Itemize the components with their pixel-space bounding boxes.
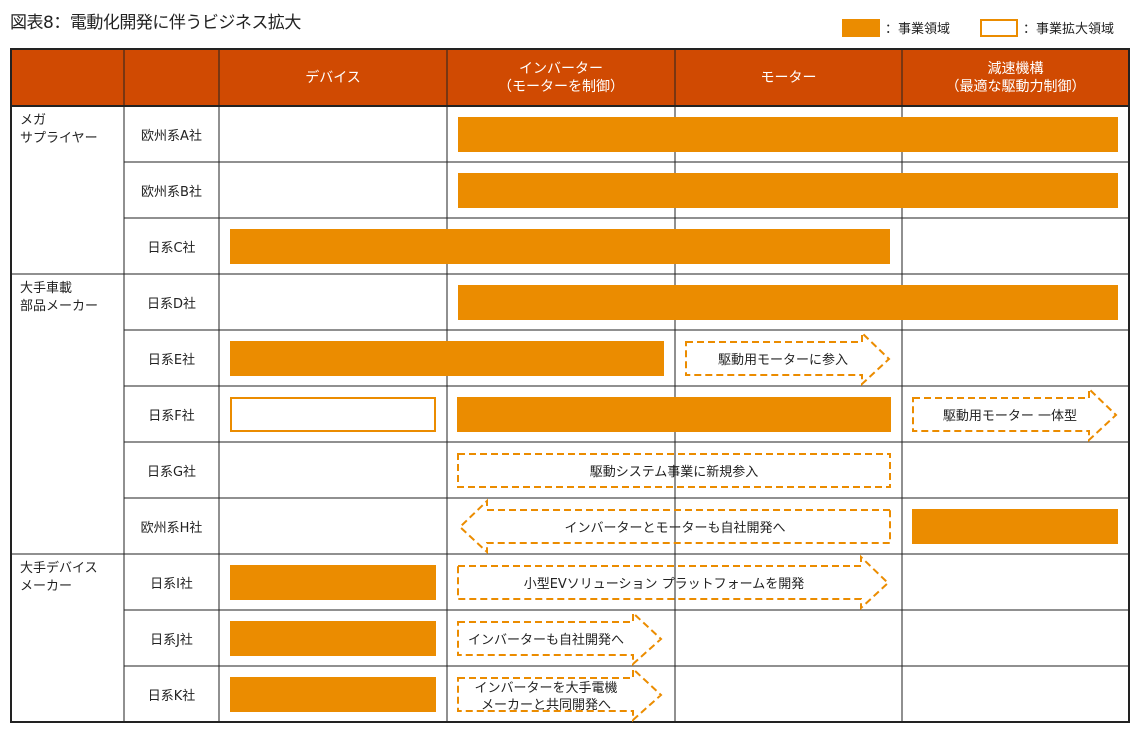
table-header: [11, 49, 1129, 106]
arrow-i-label: 小型EVソリューション プラットフォームを開発: [524, 577, 805, 592]
company-label: 日系G社: [146, 464, 197, 480]
figure-title: 図表8：電動化開発に伴うビジネス拡大: [10, 13, 301, 33]
legend-solid-swatch: [842, 18, 880, 37]
arrow-e: [685, 330, 891, 387]
header-inverter: インバーター（モーターを制御）: [447, 49, 675, 106]
header-inverter-title: インバーター: [519, 60, 603, 77]
arrow-i: [457, 554, 890, 611]
arrow-j-label: インバーターも自社開発へ: [468, 632, 624, 648]
group-line: メガ: [20, 113, 47, 128]
header-reducer: 減速機構（最適な駆動力制御）: [902, 49, 1129, 106]
company-label: 日系J社: [150, 632, 193, 648]
bar-b: [458, 173, 1118, 208]
bar-a: [458, 117, 1118, 152]
box-g: [457, 453, 891, 488]
legend-outline-swatch: [980, 18, 1018, 37]
bar-k: [230, 677, 436, 712]
company-label: 日系D社: [146, 296, 196, 312]
arrow-j: [457, 610, 663, 667]
company-label: 欧州系B社: [141, 184, 202, 200]
expansion-arrows: [457, 330, 1118, 723]
group-auto-parts-maker: 大手車載部品メーカー: [20, 280, 98, 316]
arrow-k-label-2: メーカーと共同開発へ: [481, 698, 611, 713]
company-label: 日系K社: [147, 688, 196, 704]
bar-f: [457, 397, 891, 432]
box-g-label: 駆動システム事業に新規参入: [590, 464, 759, 480]
company-label: 日系C社: [147, 240, 196, 256]
bar-d: [458, 285, 1118, 320]
header-motor: モーター: [760, 69, 817, 86]
group-line: メーカー: [20, 579, 73, 594]
header-reducer-title: 減速機構: [987, 60, 1044, 77]
group-line: 大手デバイス: [20, 561, 98, 576]
arrow-e-label: 駆動用モーターに参入: [718, 352, 848, 368]
group-mega-supplier: メガサプライヤー: [20, 112, 98, 148]
legend-expansion-area: ：事業拡大領域: [980, 18, 1114, 37]
business-bars: [230, 117, 1118, 712]
legend-outline-label: ：事業拡大領域: [1023, 22, 1115, 37]
company-label: 日系F社: [148, 408, 195, 424]
company-label: 欧州系A社: [141, 128, 202, 144]
company-label: 日系I社: [150, 576, 193, 592]
group-device-maker: 大手デバイスメーカー: [20, 560, 98, 596]
bar-f-expansion: [230, 397, 436, 432]
arrow-h: [458, 498, 891, 555]
header-inverter-sub: （モーターを制御）: [498, 78, 624, 95]
arrow-f: [912, 386, 1118, 443]
bar-h: [912, 509, 1118, 544]
arrow-h-label: インバーターとモーターも自社開発へ: [564, 520, 785, 536]
legend-solid-label: ：事業領域: [885, 22, 951, 37]
grid-lines: [10, 48, 1130, 723]
company-label: 日系E社: [147, 352, 196, 368]
group-line: 部品メーカー: [20, 299, 99, 314]
legend-business-area: ：事業領域: [842, 18, 950, 37]
bar-e: [230, 341, 664, 376]
arrow-k-label-1: インバーターを大手電機: [474, 681, 617, 696]
company-label: 欧州系H社: [140, 520, 203, 536]
group-line: サプライヤー: [20, 131, 98, 146]
header-reducer-sub: （最適な駆動力制御）: [945, 78, 1086, 95]
header-device: デバイス: [305, 69, 361, 86]
bar-i: [230, 565, 436, 600]
arrow-f-label: 駆動用モーター 一体型: [943, 409, 1077, 424]
group-line: 大手車載: [20, 281, 73, 296]
bar-c: [230, 229, 890, 264]
arrow-k: [457, 666, 663, 723]
bar-j: [230, 621, 436, 656]
